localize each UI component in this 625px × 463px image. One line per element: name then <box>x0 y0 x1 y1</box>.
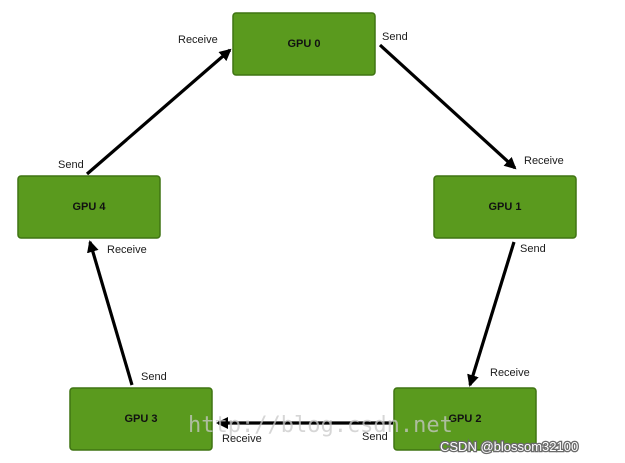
send-label-gpu1: Send <box>520 243 546 255</box>
csdn-credit: CSDN @blossom32100 <box>440 439 578 454</box>
gpu-node-label: GPU 3 <box>124 413 157 425</box>
arrow-gpu3-to-gpu4 <box>87 240 134 386</box>
send-label-gpu2: Send <box>362 431 388 443</box>
receive-label-gpu1: Receive <box>524 155 564 167</box>
edge-gpu4-to-gpu0 <box>85 48 232 176</box>
receive-label-gpu4: Receive <box>107 244 147 256</box>
gpu-node-1: GPU 1 <box>433 175 577 239</box>
send-label-gpu3: Send <box>141 371 167 383</box>
edge-gpu1-to-gpu2 <box>467 241 516 387</box>
gpu-node-label: GPU 4 <box>72 201 106 213</box>
watermark-url: http://blog.csdn.net <box>188 413 453 438</box>
arrow-gpu4-to-gpu0 <box>85 48 232 176</box>
edge-gpu0-to-gpu1 <box>378 43 517 170</box>
edge-gpu3-to-gpu4 <box>87 240 134 386</box>
gpu-node-label: GPU 2 <box>448 413 481 425</box>
send-label-gpu4: Send <box>58 159 84 171</box>
send-label-gpu0: Send <box>382 31 408 43</box>
receive-label-gpu0: Receive <box>178 34 218 46</box>
gpu-node-label: GPU 0 <box>287 38 320 50</box>
gpu-node-0: GPU 0 <box>232 12 376 76</box>
gpu-node-3: GPU 3 <box>69 387 213 451</box>
receive-label-gpu3: Receive <box>222 433 262 445</box>
arrow-gpu0-to-gpu1 <box>378 43 517 170</box>
receive-label-gpu2: Receive <box>490 367 530 379</box>
gpu-node-4: GPU 4 <box>17 175 161 239</box>
arrow-gpu1-to-gpu2 <box>467 241 516 387</box>
gpu-node-2: GPU 2 <box>393 387 537 451</box>
gpu-node-label: GPU 1 <box>488 201 521 213</box>
